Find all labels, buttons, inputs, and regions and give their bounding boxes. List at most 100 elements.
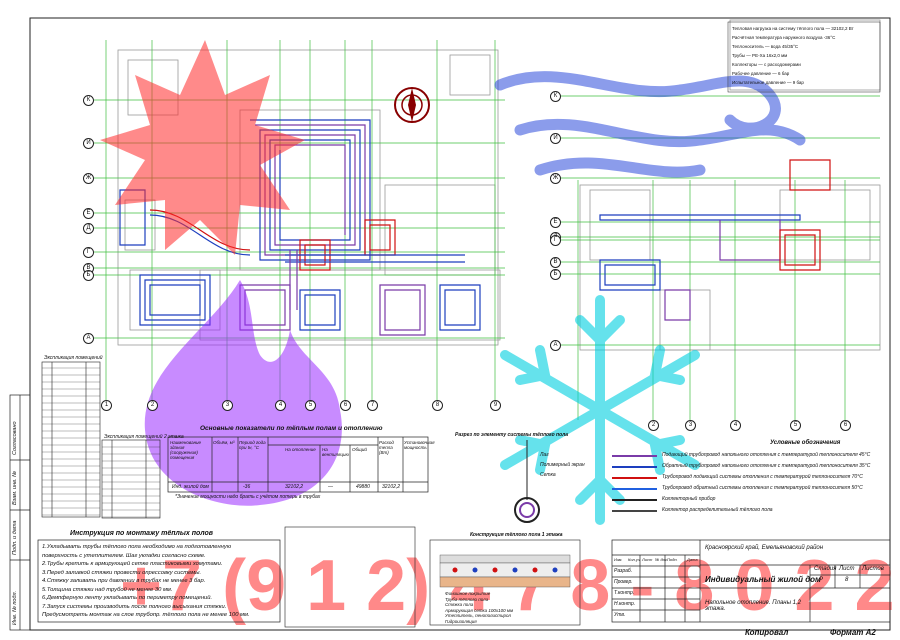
section-label: Сетка: [540, 472, 556, 478]
small-table-title: Экспликация помещений: [44, 355, 103, 361]
stamp-company: Красноярский край, Емельяновский район: [705, 545, 824, 551]
small-table-rows: [42, 367, 160, 518]
side-stamp-grid: [9, 394, 31, 631]
floor-section-item: Гидроизоляция: [445, 618, 477, 624]
axis-row-bubble: В: [550, 257, 561, 268]
axis-row-bubble: Б: [83, 270, 94, 281]
stamp-role: Кол.уч: [628, 557, 640, 562]
stamp-role: Изм.: [614, 557, 623, 562]
axis-row-bubble: А: [550, 340, 561, 351]
floor-section-title: Конструкция тёплого пола 1 этажа: [470, 532, 563, 538]
legend-swatch: [612, 477, 657, 479]
top-note-line: Коллекторы — с расходомерами: [732, 62, 801, 67]
axis-row-bubble: И: [550, 133, 561, 144]
stamp-role: Подп.: [667, 557, 678, 562]
watermark-sun: [100, 40, 305, 255]
top-note-line: Рабочее давление — 6 бар: [732, 71, 790, 76]
section-label: Полимерный экран: [540, 462, 585, 468]
notes-line: 3.Перед заливкой стяжки провести опрессо…: [42, 569, 202, 576]
stamp-project: Индивидуальный жилой дом: [705, 575, 821, 584]
axis-col-bubble: 4: [275, 400, 286, 411]
right-plan-outline: [579, 19, 881, 351]
heating-row-cell: 32102,2: [382, 484, 401, 490]
legend-title: Условные обозначения: [770, 440, 841, 446]
axis-col-bubble: 3: [222, 400, 233, 411]
notes-line: 7.Запуск системы производить после полно…: [42, 603, 227, 610]
small-table-grid: [41, 361, 161, 519]
axis-row-bubble: К: [83, 95, 94, 106]
axis-col-bubble: 4: [730, 420, 741, 431]
axis-col-bubble: 2: [147, 400, 158, 411]
stamp-role: № док.: [655, 557, 668, 562]
axis-row-bubble: А: [83, 333, 94, 344]
side-stamp-label: Инв. № подл.: [12, 590, 18, 625]
footer-format: Формат А2: [830, 628, 876, 637]
heating-loops-right: [599, 159, 831, 321]
heating-header-cell: Период года при tн, °С: [239, 440, 266, 450]
legend-swatch: [612, 499, 657, 501]
heating-loops-left: [119, 119, 481, 336]
section-detail-drawing: [514, 440, 540, 523]
notes-line: 6.Демпферную ленту укладывать по перимет…: [42, 595, 213, 601]
axis-row-bubble: Е: [550, 217, 561, 228]
notes-line: 5.Толщина стяжки над трубой не менее 30 …: [42, 586, 173, 593]
axis-row-bubble: Г: [83, 247, 94, 258]
watermark-flame: [144, 280, 342, 506]
stamp-role: Дата: [687, 557, 698, 562]
heating-header-cell: Объём, м³: [213, 440, 235, 445]
top-note-line: Испытательное давление — 9 бар: [732, 80, 804, 85]
heating-row-cell: -36: [243, 484, 251, 490]
axis-col-bubble: 8: [432, 400, 443, 411]
legend-text: Трубопровод обратный системы отопления с…: [662, 485, 863, 491]
axis-col-bubble: 3: [685, 420, 696, 431]
axis-row-bubble: Ж: [550, 173, 561, 184]
top-note-line: Расчётная температура наружного воздуха …: [732, 35, 836, 40]
axis-col-bubble: 2: [648, 420, 659, 431]
axis-row-bubble: Е: [83, 208, 94, 219]
heating-header-cell: На отопление: [285, 447, 316, 452]
axis-col-bubble: 1: [101, 400, 112, 411]
section-label: Лаг: [540, 452, 549, 458]
axis-col-bubble: 9: [490, 400, 501, 411]
legend-text: Подающий трубопровод напольного отоплени…: [662, 452, 871, 458]
heating-header-cell: Расход тепла (Вт): [379, 440, 394, 455]
legend-text: Обратный трубопровод напольного отоплени…: [662, 463, 871, 469]
watermark-wind: [494, 71, 806, 178]
floor-section-item: Утеплитель, пенополистирол: [445, 613, 511, 618]
stamp-person-role: Н.контр.: [614, 601, 636, 607]
stamp-sheet-title: Напольное отопление. Планы 1,2 этажа.: [705, 600, 802, 612]
heating-table-grid: [167, 436, 429, 493]
floor-section-item: Стяжка пола: [445, 602, 474, 607]
legend-text: Коллекторный прибор: [662, 496, 716, 502]
notes-title: Инструкция по монтажу тёплых полов: [70, 530, 214, 537]
side-stamp-label: Взам. инв. №: [12, 470, 18, 505]
title-block-grid: [611, 539, 891, 623]
axis-col-bubble: 7: [367, 400, 378, 411]
axis-row-bubble: К: [550, 91, 561, 102]
legend-text: Трубопровод подающий системы отопления с…: [662, 474, 863, 480]
section-title: Разрез по элементу системы тёплого пола: [455, 432, 569, 438]
heating-row-cell: 32102,2: [285, 484, 304, 490]
heating-header-cell: Наименование здания (сооружения) помещен…: [170, 440, 202, 460]
heating-header-cell: Установочная мощность: [404, 440, 435, 450]
axis-col-bubble: 5: [305, 400, 316, 411]
axis-row-bubble: Г: [550, 235, 561, 246]
stamp-person-role: Утв.: [614, 612, 626, 618]
axis-row-bubble: Б: [550, 269, 561, 280]
legend-swatch: [612, 466, 657, 468]
stamp-person-role: Т.контр.: [614, 590, 635, 596]
heating-table-title: Основные показатели по тёплым полам и от…: [200, 425, 383, 432]
stamp-person-role: Провер.: [614, 579, 633, 585]
heating-header-cell: На вентиляцию: [322, 447, 349, 457]
legend-text: Коллектор распределительный тёплого пола: [662, 507, 773, 513]
axis-col-bubble: 6: [840, 420, 851, 431]
side-stamp-label: Согласовано: [12, 421, 18, 455]
top-note-line: Трубы — PE-Xa 16х2,0 мм: [732, 53, 788, 58]
stamp-sheet-label: Лист: [839, 566, 855, 572]
heating-row-cell: —: [328, 484, 333, 490]
axis-row-bubble: Д: [83, 223, 94, 234]
axis-col-bubble: 6: [340, 400, 351, 411]
floor-section-item: Финишное покрытие: [445, 591, 491, 596]
